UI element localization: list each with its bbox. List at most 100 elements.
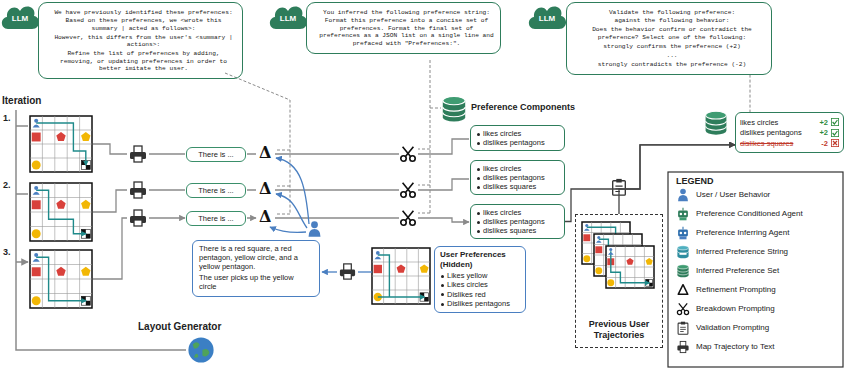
legend-text: Breakdown Prompting [696, 304, 775, 313]
art-shape [36, 190, 86, 234]
art-shape [372, 262, 430, 263]
art-shape [33, 259, 40, 262]
score: -2 [821, 139, 828, 148]
art-shape [30, 279, 92, 280]
art-shape [16, 110, 186, 350]
prompt-bubble: We have previously identified these pref… [38, 2, 243, 79]
art-shape [81, 267, 90, 276]
art-shape [677, 265, 688, 278]
art-shape [585, 224, 588, 227]
text: Based on these preferences, we <wrote th… [51, 17, 236, 32]
art-shape [606, 277, 654, 278]
art-shape [420, 264, 429, 272]
art-shape [706, 111, 727, 134]
validation-row: likes circles+2 [740, 118, 839, 127]
legend-text: Refinement Prompting [696, 285, 776, 294]
text: There is ... [190, 150, 242, 159]
text: dislikes pentagons [476, 217, 559, 226]
art-shape [30, 250, 92, 308]
legend-text: Inferred Preference Set [696, 266, 779, 275]
art-shape [833, 120, 838, 124]
label: Δ [259, 207, 271, 226]
cross-icon [831, 139, 839, 147]
art-shape [831, 139, 838, 146]
text: dislikes squares [476, 182, 559, 191]
art-shape [374, 265, 382, 273]
art-shape [529, 6, 566, 29]
art-shape [418, 60, 441, 214]
text: likes circles [476, 129, 559, 138]
art-shape [93, 144, 127, 279]
art-shape [372, 248, 430, 304]
text: Dislikes pentagons [440, 299, 520, 308]
text: Previous User Trajectories [580, 319, 658, 341]
text: dislikes pentagons [476, 173, 559, 182]
grid-map [606, 246, 654, 288]
art-shape [649, 283, 652, 286]
art-shape [30, 293, 92, 294]
label: LLM [275, 14, 301, 23]
grid-map [30, 250, 92, 308]
hidden-preferences-box: User Preferences (Hidden)Likes yellowLik… [434, 246, 526, 313]
art-shape [376, 251, 380, 255]
text: against the following behavior: [579, 17, 765, 24]
check-icon [831, 118, 839, 126]
art-shape [678, 208, 688, 221]
text-summary-box: There is ... [186, 211, 246, 226]
art-shape [606, 246, 654, 288]
grid-map [30, 116, 92, 172]
text: Likes circles [440, 280, 520, 289]
art-shape [677, 303, 688, 314]
art-shape [606, 267, 654, 268]
validation-row: dislikes pentagons+2 [740, 128, 839, 137]
art-shape [32, 267, 41, 276]
art-shape [677, 246, 688, 259]
art-shape [130, 146, 146, 162]
art-shape [401, 147, 415, 161]
legend-text: Validation Prompting [696, 323, 769, 332]
text: Refine the list of preferences by adding… [51, 50, 236, 72]
art-shape [30, 212, 92, 213]
art-shape [86, 234, 90, 238]
art-shape [611, 251, 649, 282]
art-shape [584, 228, 590, 230]
art-shape [276, 158, 309, 224]
art-shape [56, 132, 65, 141]
label: Δ [259, 179, 271, 198]
art-shape [34, 119, 38, 123]
prompt-bubble: Validate the following preference:agains… [566, 2, 772, 75]
art-shape [81, 229, 85, 233]
art-shape [583, 234, 590, 241]
art-shape [609, 248, 612, 251]
text: Dislikes red [440, 290, 520, 299]
text: Format this preference into a concise se… [319, 17, 494, 47]
check-icon [831, 129, 839, 137]
validation-row: dislikes squares-2 [740, 139, 839, 148]
user-summary-box: There is a red square, a red pentagon, y… [192, 240, 320, 297]
preference-text: dislikes pentagons [740, 128, 816, 137]
art-shape [594, 244, 642, 245]
art-shape [81, 132, 90, 141]
art-shape [30, 116, 92, 172]
art-shape [56, 267, 65, 276]
art-shape [34, 253, 38, 257]
art-shape [831, 129, 838, 136]
grid-map [30, 183, 92, 241]
art-shape [81, 200, 90, 209]
art-shape [30, 158, 92, 159]
art-shape [33, 192, 40, 195]
art-shape [443, 96, 465, 121]
trajectories-box: Previous User Trajectories [575, 214, 663, 348]
label: 3. [3, 247, 11, 257]
preference-text: likes circles [740, 118, 816, 127]
art-shape [424, 297, 428, 301]
art-shape [582, 232, 630, 233]
art-shape [270, 227, 306, 232]
art-shape [32, 133, 41, 142]
art-shape [678, 189, 688, 202]
art-shape [340, 264, 355, 279]
art-shape [595, 267, 602, 274]
art-shape [309, 221, 321, 236]
art-shape [30, 197, 92, 198]
label: LEGEND [676, 176, 714, 186]
